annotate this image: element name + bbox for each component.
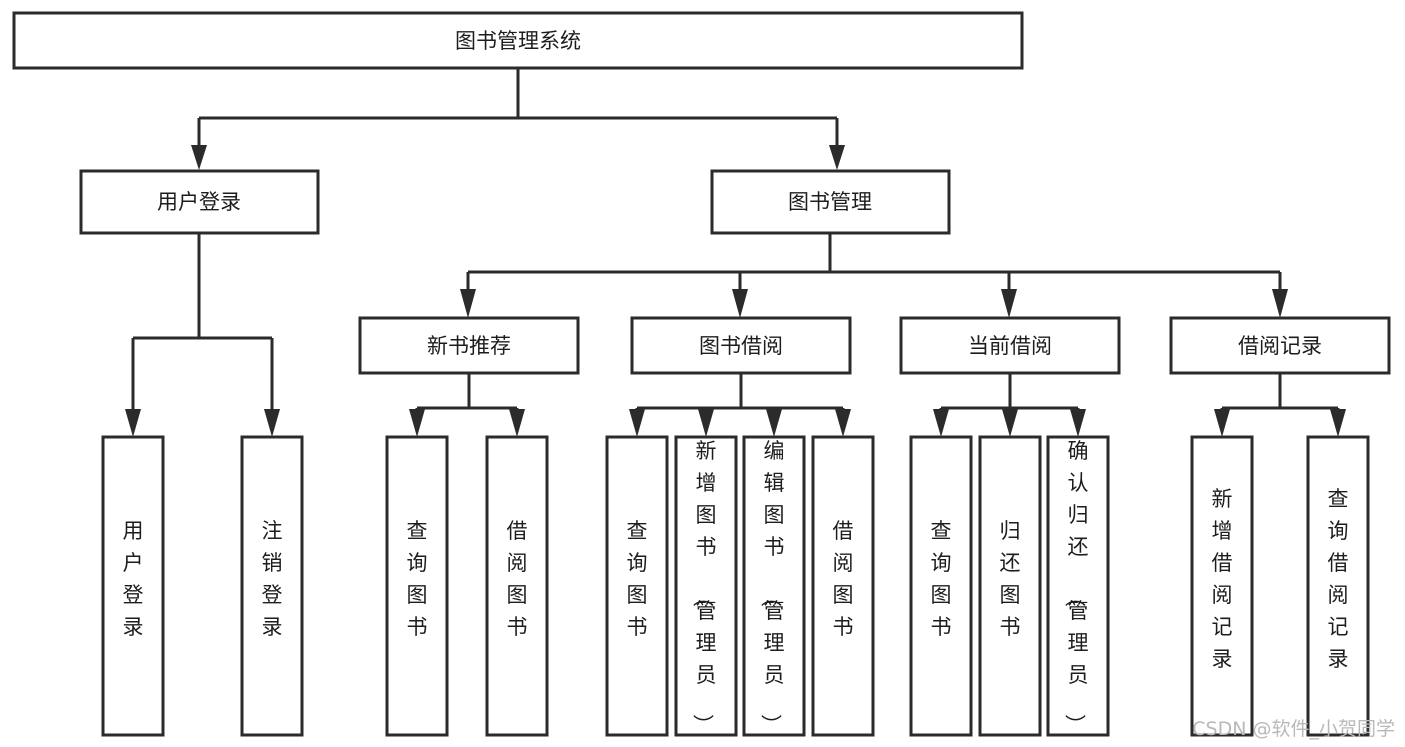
leaf-query-book-current[interactable]: 查询图书 xyxy=(909,435,973,737)
connector-root-to-level2 xyxy=(191,68,845,170)
leaf-confirm-return-admin-label: 确认归还（管理员） xyxy=(1063,439,1089,735)
arrow-head-icon xyxy=(732,289,748,318)
connector-user-login-to-leaves xyxy=(125,233,280,437)
arrow-head-icon xyxy=(191,145,207,170)
leaf-user-login[interactable]: 用户登录 xyxy=(101,435,165,737)
leaf-logout[interactable]: 注销登录 xyxy=(240,435,304,737)
leaf-return-book-box[interactable] xyxy=(978,435,1042,737)
leaf-borrow-book-new[interactable]: 借阅图书 xyxy=(485,435,549,737)
arrow-head-icon xyxy=(1001,289,1017,318)
arrow-head-icon xyxy=(460,289,476,318)
leaf-query-book-borrow[interactable]: 查询图书 xyxy=(605,435,669,737)
arrow-head-icon xyxy=(1002,409,1018,437)
leaf-query-book-current-label: 查询图书 xyxy=(931,519,952,639)
node-book-borrow[interactable]: 图书借阅 xyxy=(630,316,852,375)
node-user-login-box[interactable] xyxy=(79,169,320,235)
node-borrow-record-label: 借阅记录 xyxy=(1238,334,1322,358)
leaf-query-borrow-record[interactable]: 查询借阅记录 xyxy=(1306,435,1370,737)
leaf-add-borrow-record[interactable]: 新增借阅记录 xyxy=(1190,435,1254,737)
csdn-watermark: CSDN @软件_小贺同学 xyxy=(1192,718,1395,740)
node-new-book-recommend-label: 新书推荐 xyxy=(427,334,511,358)
connector-new-book-recommend-to-leaves xyxy=(409,373,525,437)
node-new-book-recommend[interactable]: 新书推荐 xyxy=(358,316,580,375)
connector-book-borrow-to-leaves xyxy=(629,373,851,437)
leaf-edit-book-admin-label: 编辑图书（管理员） xyxy=(759,439,785,735)
connector-book-management-to-level3 xyxy=(460,233,1288,318)
leaf-borrow-book[interactable]: 借阅图书 xyxy=(811,435,875,737)
node-root-label: 图书管理系统 xyxy=(455,29,581,53)
arrow-head-icon xyxy=(829,145,845,170)
leaf-add-book-admin-box[interactable] xyxy=(674,435,738,737)
leaf-query-book-borrow-box[interactable] xyxy=(605,435,669,737)
leaf-user-login-box[interactable] xyxy=(101,435,165,737)
node-current-borrow[interactable]: 当前借阅 xyxy=(899,316,1121,375)
node-user-login[interactable]: 用户登录 xyxy=(79,169,320,235)
leaf-borrow-book-label: 借阅图书 xyxy=(833,519,854,639)
leaf-confirm-return-admin-box[interactable] xyxy=(1046,435,1110,737)
leaf-user-login-label: 用户登录 xyxy=(123,519,144,639)
leaf-return-book-label: 归还图书 xyxy=(1000,519,1021,639)
leaf-query-borrow-record-box[interactable] xyxy=(1306,435,1370,737)
leaf-query-borrow-record-label: 查询借阅记录 xyxy=(1328,487,1349,671)
node-user-login-label: 用户登录 xyxy=(157,190,241,214)
arrow-head-icon xyxy=(933,409,949,437)
leaf-edit-book-admin-box[interactable] xyxy=(742,435,806,737)
leaf-query-book-borrow-label: 查询图书 xyxy=(627,519,648,639)
node-current-borrow-label: 当前借阅 xyxy=(968,334,1052,358)
arrow-head-icon xyxy=(835,409,851,437)
arrow-head-icon xyxy=(1272,289,1288,318)
node-current-borrow-box[interactable] xyxy=(899,316,1121,375)
arrow-head-icon xyxy=(629,409,645,437)
arrow-head-icon xyxy=(698,409,714,437)
arrow-head-icon xyxy=(125,409,141,437)
node-book-management[interactable]: 图书管理 xyxy=(710,169,951,235)
node-root[interactable]: 图书管理系统 xyxy=(12,11,1024,70)
node-book-management-label: 图书管理 xyxy=(788,190,872,214)
arrow-head-icon xyxy=(1070,409,1086,437)
leaf-add-borrow-record-box[interactable] xyxy=(1190,435,1254,737)
leaf-borrow-book-new-box[interactable] xyxy=(485,435,549,737)
arrow-head-icon xyxy=(1330,409,1346,437)
node-new-book-recommend-box[interactable] xyxy=(358,316,580,375)
leaf-query-book-new-box[interactable] xyxy=(385,435,449,737)
node-book-borrow-label: 图书借阅 xyxy=(699,334,783,358)
arrow-head-icon xyxy=(1214,409,1230,437)
leaf-borrow-book-new-label: 借阅图书 xyxy=(507,519,528,639)
leaf-logout-box[interactable] xyxy=(240,435,304,737)
connector-current-borrow-to-leaves xyxy=(933,373,1086,437)
arrow-head-icon xyxy=(509,409,525,437)
node-borrow-record[interactable]: 借阅记录 xyxy=(1169,316,1391,375)
leaf-query-book-new-label: 查询图书 xyxy=(407,519,428,639)
leaf-query-book-current-box[interactable] xyxy=(909,435,973,737)
arrow-head-icon xyxy=(409,409,425,437)
arrow-head-icon xyxy=(264,409,280,437)
leaf-logout-label: 注销登录 xyxy=(262,519,283,639)
leaf-add-book-admin-label: 新增图书（管理员） xyxy=(691,439,717,735)
leaf-add-book-admin[interactable]: 新增图书（管理员） xyxy=(674,435,738,737)
leaf-confirm-return-admin[interactable]: 确认归还（管理员） xyxy=(1046,435,1110,737)
leaf-borrow-book-box[interactable] xyxy=(811,435,875,737)
node-root-box[interactable] xyxy=(12,11,1024,70)
leaf-return-book[interactable]: 归还图书 xyxy=(978,435,1042,737)
leaf-add-borrow-record-label: 新增借阅记录 xyxy=(1212,487,1233,671)
arrow-head-icon xyxy=(766,409,782,437)
leaf-query-book-new[interactable]: 查询图书 xyxy=(385,435,449,737)
leaf-edit-book-admin[interactable]: 编辑图书（管理员） xyxy=(742,435,806,737)
connector-borrow-record-to-leaves xyxy=(1214,373,1346,437)
